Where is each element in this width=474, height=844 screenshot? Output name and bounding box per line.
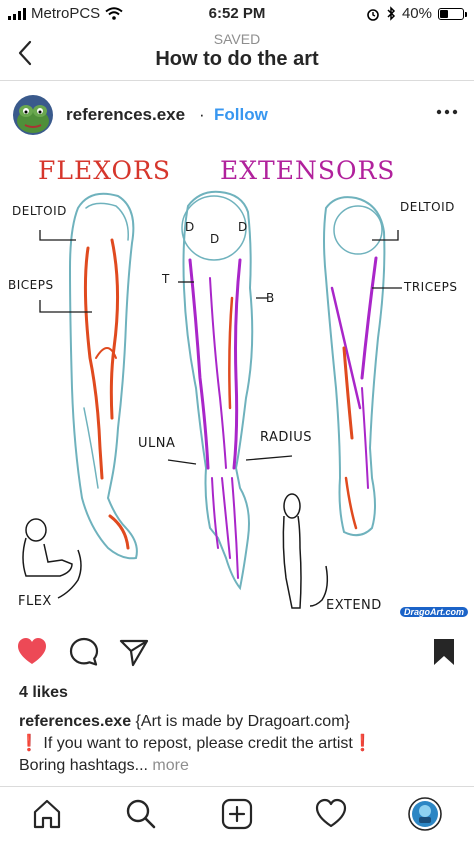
heart-icon[interactable] xyxy=(16,636,48,668)
label-d-right: D xyxy=(238,220,248,234)
heart-outline-icon[interactable] xyxy=(314,797,348,831)
dragoart-watermark: DragoArt.com xyxy=(399,607,468,617)
exclamation-icon: ❗ xyxy=(352,735,373,752)
label-radius: RADIUS xyxy=(260,430,313,445)
signal-icon xyxy=(8,7,26,20)
label-t: T xyxy=(162,272,170,286)
label-deltoid-left: DELTOID xyxy=(12,204,67,218)
caption-username[interactable]: references.exe xyxy=(19,713,132,730)
bottom-tab-bar xyxy=(0,786,474,844)
more-horizontal-icon[interactable] xyxy=(436,103,458,121)
label-flex: FLEX xyxy=(18,594,52,609)
battery-percent: 40% xyxy=(401,5,432,22)
label-deltoid-right: DELTOID xyxy=(400,200,455,214)
flex-figure xyxy=(22,518,82,599)
bluetooth-icon xyxy=(387,6,396,21)
profile-avatar-icon[interactable] xyxy=(408,797,442,831)
label-biceps: BICEPS xyxy=(8,278,54,292)
caption-text-2: If you want to repost, please credit the… xyxy=(38,735,353,752)
avatar[interactable] xyxy=(13,95,53,135)
post-username[interactable]: references.exe xyxy=(66,105,186,124)
nav-bar: SAVED How to do the art xyxy=(0,28,474,81)
label-triceps: TRICEPS xyxy=(404,280,458,294)
post-header: references.exe · Follow xyxy=(0,81,474,147)
bookmark-icon[interactable] xyxy=(428,636,460,668)
arm-anatomy-drawing xyxy=(22,190,402,609)
caption-text-1: {Art is made by Dragoart.com} xyxy=(135,713,350,730)
label-ulna: ULNA xyxy=(138,436,176,451)
chevron-left-icon[interactable] xyxy=(14,38,38,68)
exclamation-icon: ❗ xyxy=(19,735,39,752)
label-d-left: D xyxy=(185,220,195,234)
extensor-arm-front xyxy=(181,190,254,591)
search-icon[interactable] xyxy=(124,797,158,831)
post-caption: references.exe {Art is made by Dragoart.… xyxy=(19,711,464,777)
status-time: 6:52 PM xyxy=(208,5,266,22)
paper-plane-icon[interactable] xyxy=(118,636,150,668)
frog-avatar-icon xyxy=(13,95,53,135)
likes-count[interactable]: 4 likes xyxy=(19,684,68,701)
label-b: B xyxy=(266,291,275,305)
page-title: How to do the art xyxy=(155,48,319,70)
separator-dot: · xyxy=(199,105,205,124)
post-image[interactable]: FLEXORS EXTENSORS xyxy=(0,148,474,620)
flexors-title: FLEXORS xyxy=(38,156,172,185)
alarm-icon xyxy=(367,8,379,21)
nav-subtitle: SAVED xyxy=(213,31,261,47)
extensor-arm-back xyxy=(323,196,386,537)
comment-icon[interactable] xyxy=(68,636,100,668)
label-d-center: D xyxy=(210,232,220,246)
label-extend: EXTEND xyxy=(326,598,382,613)
post-actions xyxy=(0,628,474,678)
add-post-icon[interactable] xyxy=(220,797,254,831)
label-lines xyxy=(39,230,402,465)
follow-button[interactable]: Follow xyxy=(214,105,268,124)
caption-text-3: Boring hashtags... xyxy=(19,757,148,774)
home-icon[interactable] xyxy=(30,797,64,831)
status-bar: MetroPCS 6:52 PM 40% xyxy=(0,0,474,28)
battery-icon xyxy=(438,7,467,20)
wifi-icon xyxy=(105,7,123,20)
caption-more-link[interactable]: more xyxy=(152,757,189,774)
carrier-name: MetroPCS xyxy=(31,5,101,22)
extensors-title: EXTENSORS xyxy=(220,156,396,185)
extend-figure xyxy=(282,493,329,609)
flexor-arm xyxy=(68,192,138,560)
